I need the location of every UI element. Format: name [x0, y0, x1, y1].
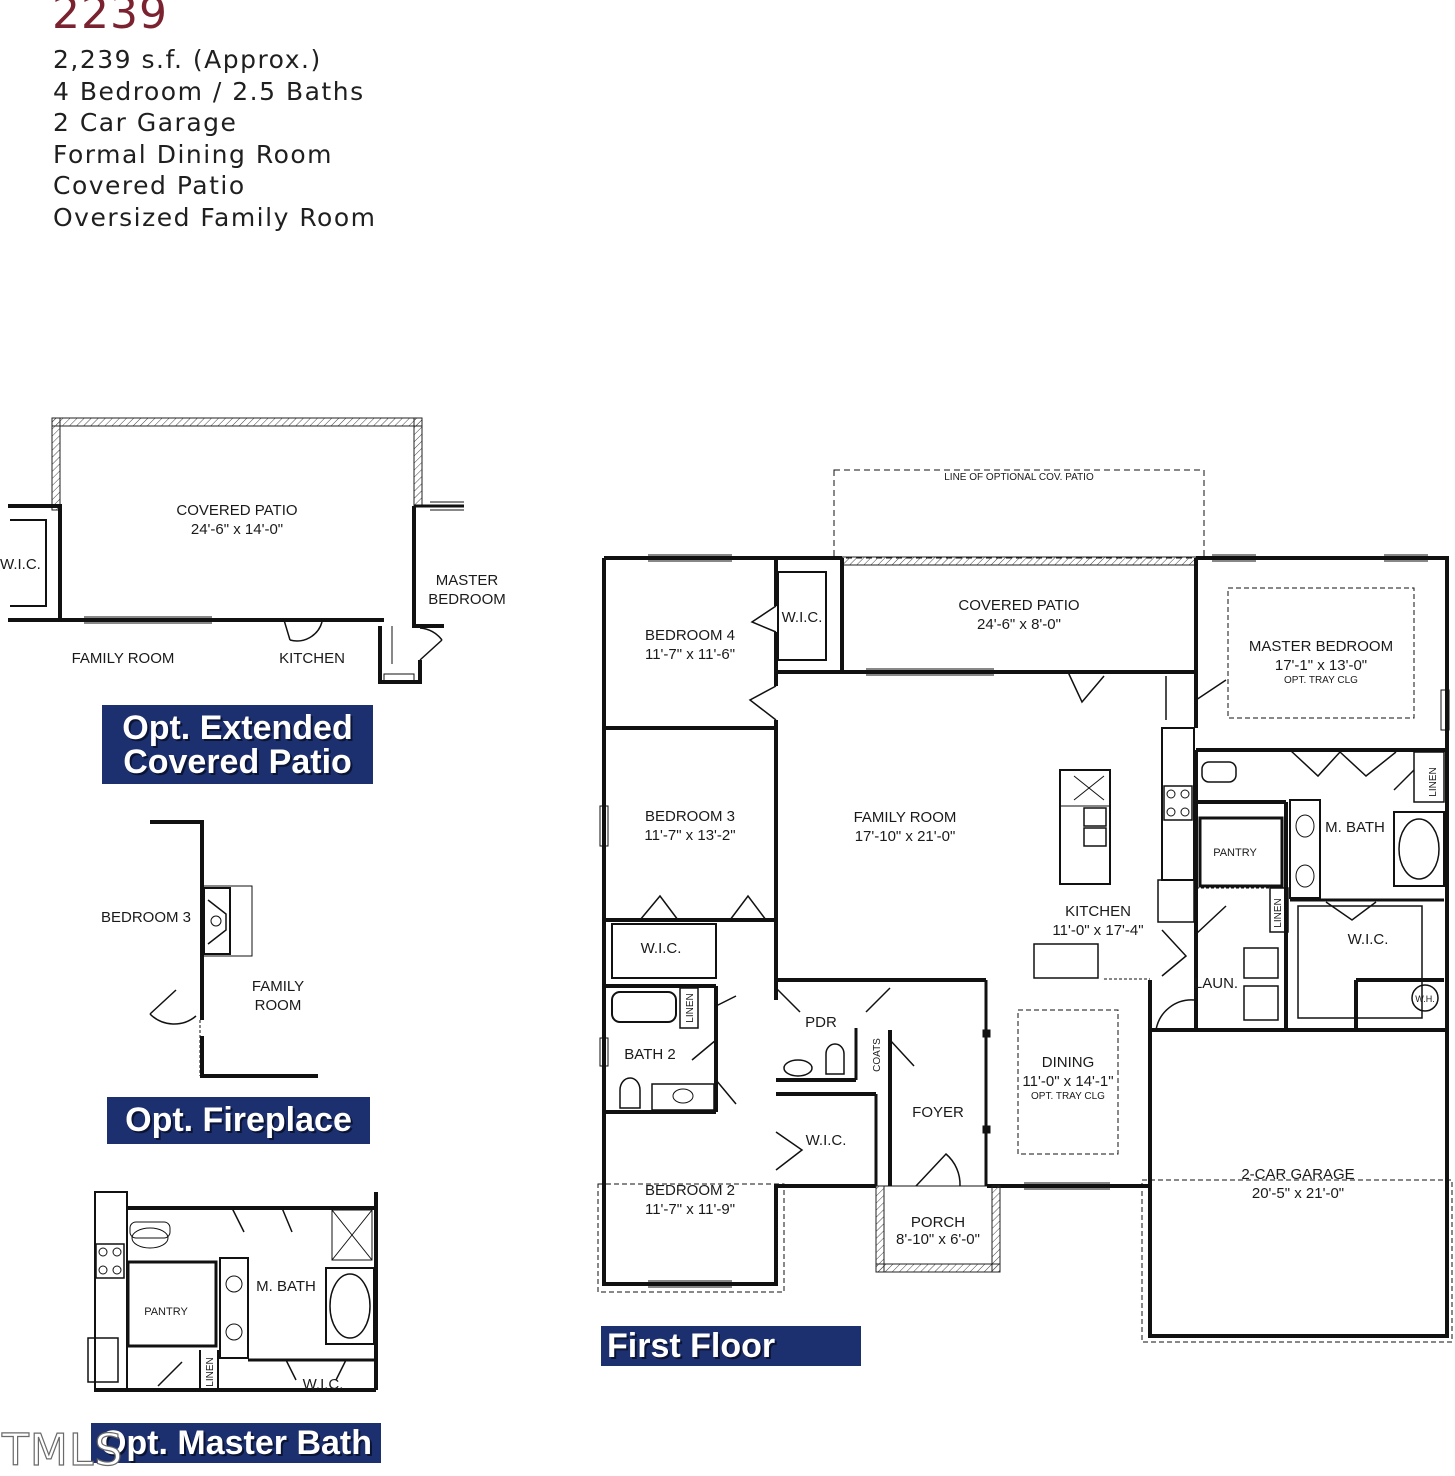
feature-list: 2,239 s.f. (Approx.) 4 Bedroom / 2.5 Bat…: [53, 44, 377, 233]
opt-patio-banner-line1: Opt. Extended: [122, 709, 353, 747]
mbath-label: M. BATH: [1325, 819, 1385, 836]
pantry-label: PANTRY: [1213, 847, 1257, 859]
opt-patio-master-line2: BEDROOM: [428, 591, 506, 608]
first-floor-plan: [597, 469, 1453, 1343]
feature-item: Oversized Family Room: [53, 202, 377, 232]
wic-bedroom4: W.I.C.: [782, 609, 823, 626]
opt-master-bath-plan: [87, 1191, 378, 1392]
opt-patio-dims: 24'-6" x 14'-0": [191, 521, 283, 538]
master-bedroom-name: MASTER BEDROOM: [1249, 638, 1393, 655]
linen-laundry: LINEN: [1273, 898, 1284, 927]
water-heater-label: W.H.: [1415, 994, 1435, 1004]
bedroom2-dims: 11'-7" x 11'-9": [645, 1201, 735, 1218]
wic-bedroom3: W.I.C.: [641, 940, 682, 957]
family-room-name: FAMILY ROOM: [854, 809, 957, 826]
opt-patio-master-line1: MASTER: [436, 572, 499, 589]
master-bedroom-note: OPT. TRAY CLG: [1284, 675, 1358, 686]
opt-fireplace-family-line1: FAMILY: [252, 978, 304, 995]
dining-name: DINING: [1042, 1054, 1095, 1071]
linen-bath2: LINEN: [685, 993, 696, 1022]
opt-patio-wic: W.I.C.: [0, 556, 41, 573]
opt-patio-banner-line2: Covered Patio: [123, 743, 352, 781]
covered-patio-dims: 24'-6" x 8'-0": [977, 616, 1061, 633]
bedroom2-name: BEDROOM 2: [645, 1182, 735, 1199]
foyer-label: FOYER: [912, 1104, 964, 1121]
family-room-dims: 17'-10" x 21'-0": [855, 828, 956, 845]
linen-master: LINEN: [1428, 767, 1439, 796]
bath2-label: BATH 2: [624, 1046, 675, 1063]
bedroom3-dims: 11'-7" x 13'-2": [644, 827, 735, 844]
opt-fireplace-banner: Opt. Fireplace: [107, 1097, 370, 1144]
dining-dims: 11'-0" x 14'-1": [1022, 1073, 1113, 1090]
feature-item: Covered Patio: [53, 171, 246, 200]
kitchen-dims: 11'-0" x 17'-4": [1052, 922, 1143, 939]
dining-note: OPT. TRAY CLG: [1031, 1091, 1105, 1102]
first-floor-banner: First Floor: [601, 1326, 861, 1366]
opt-fireplace-bedroom: BEDROOM 3: [101, 909, 191, 926]
wic-master: W.I.C.: [1348, 931, 1389, 948]
opt-bath-pantry: PANTRY: [144, 1306, 188, 1318]
opt-fireplace-family-line2: ROOM: [255, 997, 302, 1014]
feature-item: Formal Dining Room: [53, 139, 334, 169]
garage-name: 2-CAR GARAGE: [1241, 1166, 1354, 1183]
bedroom4-name: BEDROOM 4: [645, 627, 735, 644]
opt-fireplace-plan: [149, 820, 318, 1078]
laundry-label: LAUN.: [1194, 975, 1238, 992]
opt-patio-family-room: FAMILY ROOM: [72, 650, 175, 667]
porch-dims: 8'-10" x 6'-0": [896, 1231, 980, 1248]
garage-dims: 20'-5" x 21'-0": [1252, 1185, 1344, 1202]
covered-patio-name: COVERED PATIO: [958, 597, 1079, 614]
bedroom4-dims: 11'-7" x 11'-6": [645, 646, 735, 663]
opt-patio-kitchen: KITCHEN: [279, 650, 345, 667]
pdr-label: PDR: [805, 1014, 837, 1031]
coats-label: COATS: [872, 1038, 883, 1072]
feature-item: 4 Bedroom / 2.5 Baths: [53, 76, 365, 106]
opt-patio-banner: Opt. Extended Covered Patio: [102, 705, 373, 784]
feature-item: 2,239 s.f. (Approx.): [53, 45, 322, 74]
opt-patio-plan: [8, 417, 464, 684]
optional-patio-line: LINE OF OPTIONAL COV. PATIO: [944, 472, 1094, 483]
feature-item: 2 Car Garage: [53, 108, 238, 137]
opt-bath-mbath: M. BATH: [256, 1278, 316, 1295]
master-bedroom-dims: 17'-1" x 13'-0": [1275, 657, 1367, 674]
porch-name: PORCH: [911, 1214, 965, 1231]
wic-bedroom2: W.I.C.: [806, 1132, 847, 1149]
opt-bath-wic: W.I.C.: [303, 1376, 344, 1393]
opt-master-bath-banner: Opt. Master Bath: [91, 1423, 381, 1463]
bedroom3-name: BEDROOM 3: [645, 808, 735, 825]
kitchen-name: KITCHEN: [1065, 903, 1131, 920]
plan-number: 2239: [52, 0, 168, 39]
opt-patio-name: COVERED PATIO: [176, 502, 297, 519]
watermark-logo: TMLS: [1, 1424, 124, 1476]
opt-bath-linen: LINEN: [205, 1357, 216, 1386]
